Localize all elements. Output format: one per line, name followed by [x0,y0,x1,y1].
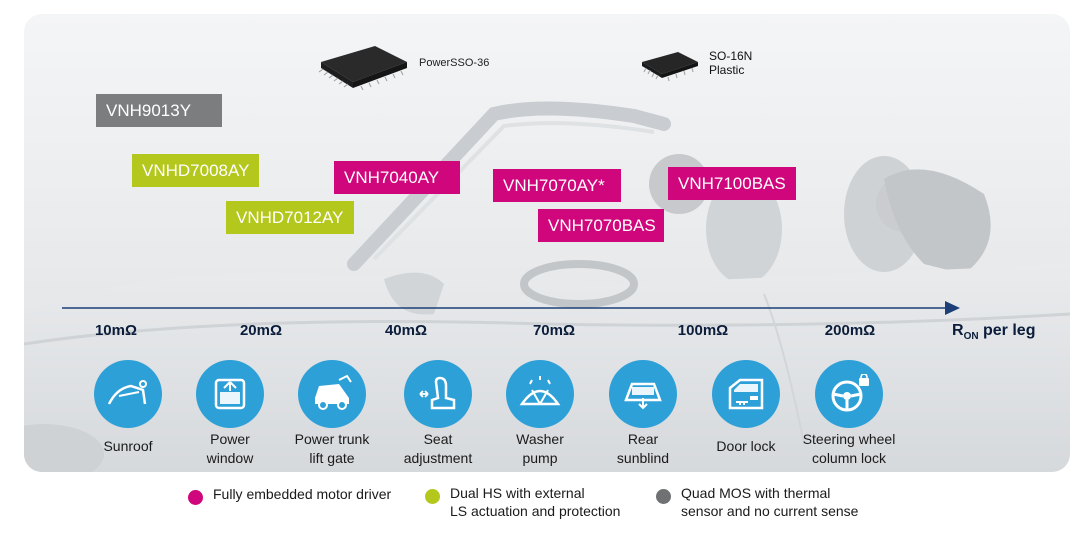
axis-label-sub: ON [963,331,979,343]
device-tag-vnhd7012ay: VNHD7012AY [226,201,354,234]
application-label: Power window [206,431,254,466]
application-power-window: Power window [170,360,290,468]
application-door-lock: Door lock [686,360,806,456]
axis-tick-40: 40mΩ [384,322,428,339]
sunblind-icon [609,360,677,428]
device-tag-vnh9013y: VNH9013Y [96,94,222,127]
powersso-36-chip-image [318,46,407,90]
door-lock-icon [712,360,780,428]
axis-tick-10: 10mΩ [94,322,138,339]
axis-tick-20: 20mΩ [239,322,283,339]
legend-quad-mos: Quad MOS with thermal sensor and no curr… [656,484,858,520]
application-label: Power trunk lift gate [294,431,370,466]
so-16n-name: SO-16N [709,49,753,63]
application-rear-sunblind: Rear sunblind [583,360,703,468]
legend-dual-hs: Dual HS with external LS actuation and p… [425,484,620,520]
application-washer: Washer pump [480,360,600,468]
legend-fully-embedded: Fully embedded motor driver [188,485,391,505]
device-tag-vnh7070ay-star: VNH7070AY* [493,169,621,202]
application-power-trunk: Power trunk lift gate [272,360,392,468]
legend-label: Quad MOS with thermal sensor and no curr… [681,485,859,519]
sunroof-icon [94,360,162,428]
device-tag-vnh7100bas: VNH7100BAS [668,167,796,200]
axis-tick-70: 70mΩ [532,322,576,339]
legend-dot-green [425,489,440,504]
application-label: Sunroof [103,438,153,454]
legend-dot-grey [656,489,671,504]
application-steering-lock: Steering wheel column lock [789,360,909,468]
trunk-icon [298,360,366,428]
power-window-icon [196,360,264,428]
application-label: Washer pump [516,431,564,466]
so-16n-material: Plastic [709,63,745,77]
axis-label-tail: per leg [978,322,1036,339]
application-seat: Seat adjustment [378,360,498,468]
application-label: Rear sunblind [616,431,670,466]
axis-tick-200: 200mΩ [824,322,876,339]
device-tag-vnh7040ay: VNH7040AY [334,161,460,194]
device-tag-vnhd7008ay: VNHD7008AY [132,154,259,187]
axis-label: RON per leg [952,322,1035,342]
application-sunroof: Sunroof [68,360,188,456]
steering-wheel-icon [815,360,883,428]
axis-tick-100: 100mΩ [677,322,729,339]
legend-label: Dual HS with external LS actuation and p… [450,485,621,519]
powersso-36-label: PowerSSO-36 [419,57,490,69]
legend-label: Fully embedded motor driver [213,486,392,502]
legend-dot-pink [188,490,203,505]
application-label: Steering wheel column lock [802,431,896,466]
device-tag-vnh7070bas: VNH7070BAS [538,209,664,242]
seat-icon [404,360,472,428]
application-label: Door lock [716,438,776,454]
application-label: Seat adjustment [403,431,473,466]
so-16n-label: SO-16N Plastic [709,49,752,77]
axis-label-main: R [952,322,964,339]
so-16n-chip-image [642,52,698,82]
washer-icon [506,360,574,428]
